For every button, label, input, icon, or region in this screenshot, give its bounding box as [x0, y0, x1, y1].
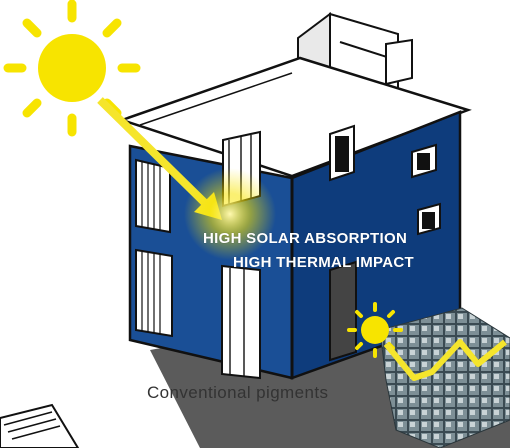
- house-illustration: [118, 12, 472, 380]
- thermal-impact-label: HIGH THERMAL IMPACT: [233, 254, 414, 271]
- absorption-label: HIGH SOLAR ABSORPTION: [203, 230, 408, 247]
- small-sun-icon: [347, 302, 507, 381]
- pigment-cube-icon: [379, 307, 510, 448]
- caption: Conventional pigments: [147, 383, 329, 402]
- neighbor-roof-corner: [0, 403, 80, 448]
- sun-icon: [3, 0, 141, 137]
- heat-glow: [184, 168, 276, 260]
